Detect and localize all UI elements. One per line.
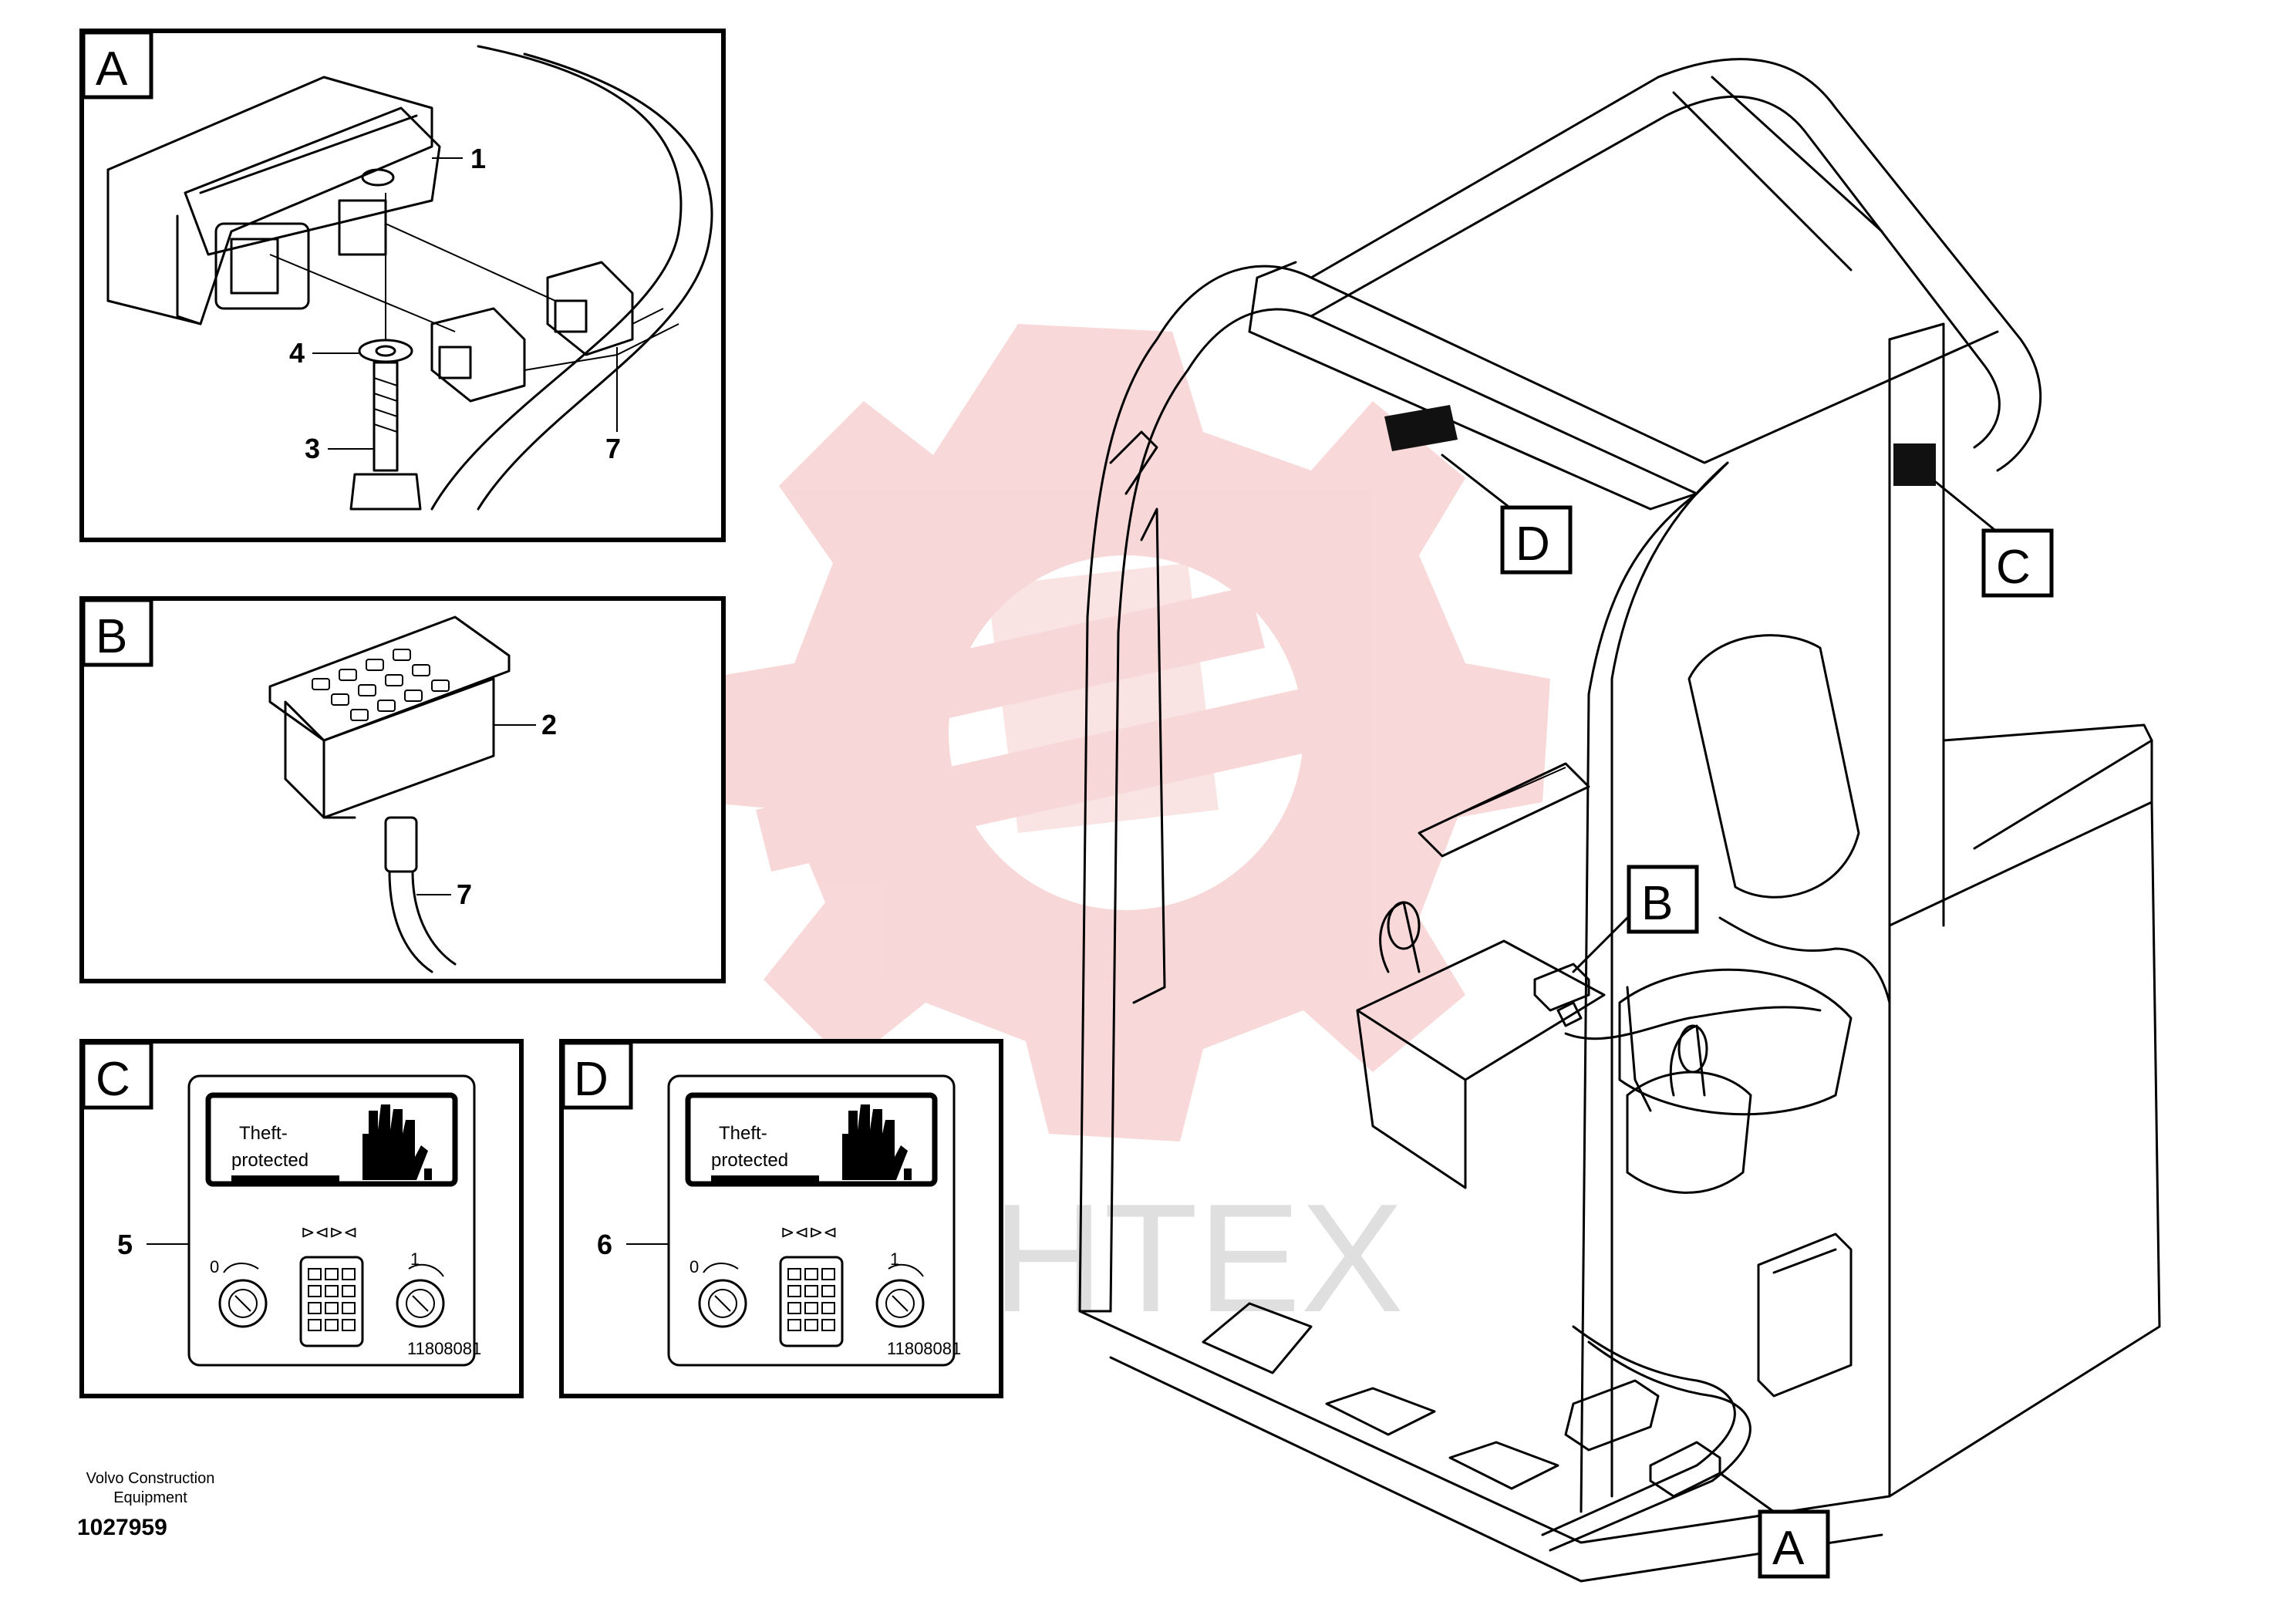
theft-decal-d: Theft- protected ⊳⊲⊳⊲ 0 1 11808081 — [667, 1074, 961, 1367]
watermark-logo — [694, 324, 1550, 1141]
decal-d-key-right: 1 — [890, 1249, 899, 1269]
panel-d: D Theft- protected ⊳⊲⊳⊲ 0 — [559, 1039, 1003, 1398]
roof-decal — [1384, 405, 1458, 451]
decal-d-line1: Theft- — [719, 1123, 767, 1144]
leader-d — [1441, 454, 1513, 511]
company-line-2: Equipment — [113, 1489, 187, 1506]
hand-icon — [842, 1104, 908, 1180]
company-line-1: Volvo Construction — [86, 1470, 215, 1487]
cab-tag-b: B — [1627, 865, 1699, 934]
bracket — [184, 106, 441, 256]
decal-c-code: 11808081 — [407, 1339, 481, 1358]
decal-c-key-right: 1 — [410, 1249, 420, 1269]
decal-d-code: 11808081 — [887, 1339, 961, 1358]
panel-a: A — [79, 29, 726, 542]
harness-7 — [430, 45, 683, 511]
decal-c-key-left: 0 — [210, 1257, 219, 1276]
connector-lower — [430, 307, 526, 403]
operator-seat — [1618, 634, 1860, 1116]
callout-6: 6 — [597, 1229, 612, 1260]
theft-decal-c: Theft- protected ⊳⊲⊳⊲ 0 1 11808081 — [187, 1074, 481, 1367]
decal-c-arrows: ⊳⊲⊳⊲ — [301, 1222, 358, 1242]
leader-a — [1718, 1472, 1775, 1513]
leader-c — [1934, 481, 1999, 534]
keypad-cable — [384, 816, 457, 973]
hand-icon — [362, 1104, 428, 1180]
callout-7a: 7 — [605, 433, 621, 464]
svg-text:B: B — [1641, 877, 1673, 930]
keypad-module — [268, 615, 511, 819]
panel-b: B — [79, 596, 726, 983]
right-console — [1626, 1024, 1752, 1194]
company-name: Volvo Construction Equipment — [46, 1469, 255, 1508]
pillar-decal — [1893, 443, 1936, 486]
callout-3: 3 — [305, 433, 320, 464]
panel-c: C Theft- protected ⊳⊲⊳⊲ 0 — [79, 1039, 524, 1398]
cab-illustration — [1078, 58, 2161, 1583]
panel-b-label: B — [96, 610, 127, 663]
callout-1: 1 — [470, 143, 486, 174]
decal-d-arrows: ⊳⊲⊳⊲ — [781, 1222, 838, 1242]
callout-7b: 7 — [457, 878, 472, 910]
callout-4: 4 — [289, 337, 305, 369]
decal-d-line2: protected — [711, 1150, 788, 1171]
decal-d-key-left: 0 — [689, 1257, 699, 1276]
panel-c-label: C — [96, 1053, 130, 1106]
cab-tag-a: A — [1758, 1509, 1830, 1579]
svg-text:A: A — [1772, 1522, 1805, 1575]
callout-2: 2 — [541, 709, 557, 740]
leader-b — [1572, 909, 1637, 973]
panel-d-label: D — [574, 1053, 609, 1106]
svg-text:C: C — [1996, 541, 2031, 594]
cab-tag-d: D — [1500, 505, 1573, 575]
panel-a-label: A — [96, 42, 128, 96]
connector-upper — [546, 261, 634, 356]
cab-tag-c: C — [1981, 528, 2054, 598]
left-console — [1356, 901, 1606, 1189]
control-unit — [106, 76, 433, 325]
decal-c-line1: Theft- — [239, 1123, 288, 1144]
svg-text:D: D — [1515, 518, 1550, 571]
decal-c-line2: protected — [231, 1150, 308, 1171]
part-number: 1027959 — [77, 1515, 167, 1540]
callout-5: 5 — [117, 1229, 133, 1260]
bolt — [349, 361, 422, 511]
